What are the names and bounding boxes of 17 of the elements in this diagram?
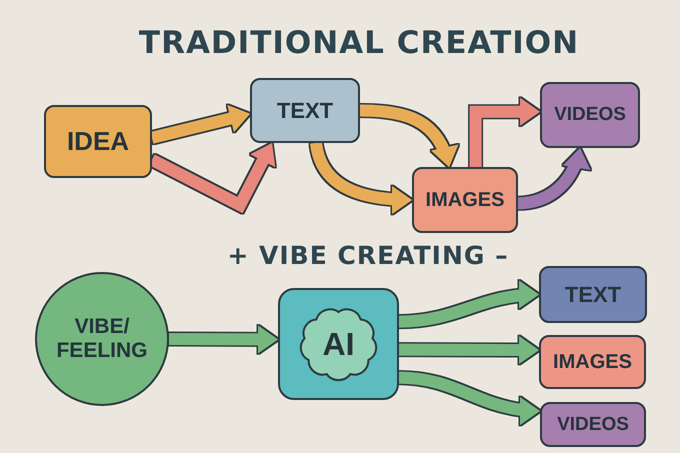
- process-box: TEXT: [250, 78, 360, 143]
- process-box: IDEA: [44, 105, 152, 178]
- arrow: [360, 104, 458, 169]
- process-box: VIDEOS: [540, 82, 640, 148]
- arrow: [168, 325, 278, 354]
- arrow: [150, 104, 252, 144]
- arrow: [518, 146, 590, 210]
- process-box: IMAGES: [539, 335, 646, 389]
- process-box: IMAGES: [412, 167, 518, 233]
- process-box: TEXT: [539, 266, 647, 323]
- arrow: [149, 140, 278, 214]
- section-heading: + VIBE CREATING –: [227, 242, 509, 270]
- process-box: VIDEOS: [540, 402, 646, 447]
- title: TRADITIONAL CREATION: [138, 26, 580, 60]
- container-box: [278, 288, 399, 400]
- circle-node: VIBE/ FEELING: [35, 272, 169, 406]
- arrow: [310, 142, 412, 214]
